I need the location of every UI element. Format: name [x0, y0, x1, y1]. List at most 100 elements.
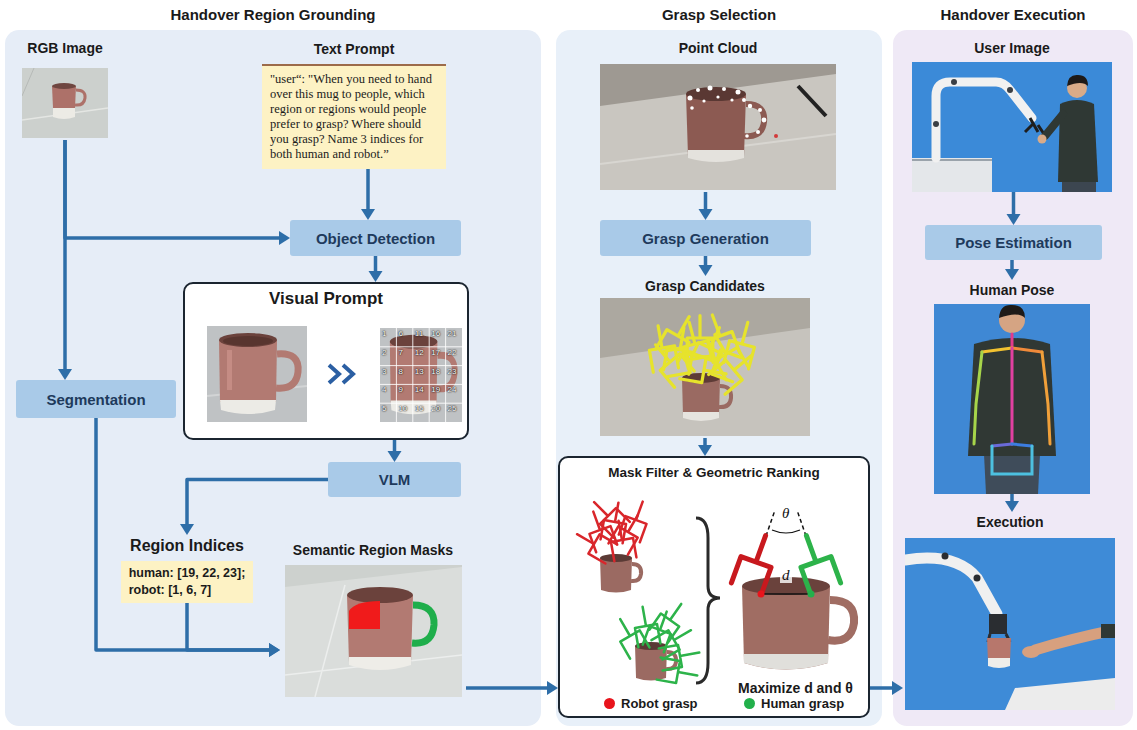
arrow-head [361, 209, 375, 220]
flow-arrow [870, 681, 903, 695]
illustration-part [571, 525, 616, 564]
illustration-part [571, 494, 653, 563]
legend-swatch [604, 698, 615, 709]
math-symbol: d [780, 567, 792, 583]
box-label: Grasp Generation [642, 230, 769, 247]
mug-crop [207, 326, 307, 422]
illustration-part [951, 79, 957, 85]
image-frame: Point Cloud [597, 38, 839, 192]
illustration-part [736, 90, 741, 95]
flow-arrow [65, 140, 290, 245]
illustration-part [774, 134, 778, 138]
illustration-part [690, 106, 694, 110]
illustration-part [744, 654, 828, 670]
illustration-part [276, 354, 298, 388]
grid-index: 25 [448, 404, 457, 413]
arrow-line [187, 480, 328, 527]
illustration-part [1045, 114, 1063, 136]
illustration-part [933, 121, 939, 127]
grid-index: 12 [415, 348, 424, 357]
illustration-part [646, 324, 679, 373]
illustration-part [708, 86, 713, 91]
illustration-part [905, 558, 997, 614]
illustration-part [1038, 135, 1047, 144]
flow-arrow [369, 256, 383, 282]
panel-title: Handover Execution [893, 5, 1133, 25]
image-heading: Human Pose [932, 280, 1092, 300]
arrow-head [699, 265, 713, 276]
illustration-part [686, 94, 746, 156]
illustration-part [285, 567, 462, 697]
legend-swatch [744, 698, 755, 709]
illustration-part [974, 334, 1050, 474]
section-heading: Region Indices [112, 535, 262, 557]
illustration-part [349, 657, 411, 670]
illustration-part [761, 593, 811, 595]
illustration-part [1012, 348, 1042, 352]
grid-index: 22 [448, 348, 457, 357]
arrow-head [1005, 269, 1019, 280]
grasp-candidates [600, 298, 810, 436]
box-label: Pose Estimation [955, 234, 1072, 251]
illustration-part [650, 598, 691, 643]
grid-index: 15 [415, 404, 424, 413]
illustration-part [380, 328, 462, 422]
grid-index: 24 [448, 385, 457, 394]
illustration-part [600, 64, 836, 190]
illustration-part [285, 565, 462, 697]
illustration-part [716, 95, 719, 98]
ranking-figure [560, 458, 867, 715]
arrow-head [58, 369, 72, 380]
illustration-part [974, 352, 982, 444]
process-box: VLM [328, 462, 461, 497]
image-heading: User Image [912, 38, 1112, 58]
illustration-part [912, 158, 992, 192]
illustration-part [722, 87, 726, 91]
grid-index: 6 [398, 329, 402, 338]
illustration-part [1005, 678, 1115, 710]
illustration-part [390, 342, 438, 403]
flow-arrow [361, 169, 375, 220]
math-symbol: θ [780, 505, 791, 521]
region-indices: Region Indiceshuman: [19, 22, 23];robot:… [112, 535, 262, 603]
arrow-head [369, 271, 383, 282]
process-box: Grasp Generation [600, 220, 811, 256]
grid-index: 18 [431, 367, 440, 376]
prompt-box: Text Prompt"user“: "When you need to han… [262, 38, 446, 169]
grid-index: 13 [415, 367, 424, 376]
flow-arrow [180, 480, 328, 536]
flow-arrow [1007, 192, 1021, 225]
user-photo [912, 62, 1112, 192]
flow-arrow [388, 440, 402, 462]
arrow-head [1007, 214, 1021, 225]
illustration-part [974, 575, 981, 582]
illustration-part [748, 104, 752, 108]
illustration-part [631, 564, 641, 581]
panel-title: Handover Region Grounding [5, 5, 541, 25]
grid-index: 14 [415, 385, 424, 394]
grid-index: 21 [448, 329, 457, 338]
illustration-part [989, 614, 1007, 634]
illustration-part [762, 118, 767, 123]
illustration-part [683, 412, 719, 421]
illustration-part [1101, 624, 1115, 638]
flow-arrow [1005, 260, 1019, 280]
illustration-part [380, 328, 462, 422]
arrow-head [279, 231, 290, 245]
image-frame: Execution [903, 512, 1117, 710]
legend-text: Human grasp [761, 696, 844, 711]
arrow-head [699, 209, 713, 220]
illustration-part [724, 319, 760, 369]
point-cloud [600, 64, 836, 190]
illustration-part [696, 88, 700, 92]
arrow-line [366, 169, 370, 211]
arrow-head [892, 681, 903, 695]
grid-index: 1 [382, 329, 386, 338]
flow-arrow [466, 681, 558, 695]
arrow-head [1005, 501, 1019, 512]
illustration-part [611, 598, 702, 687]
illustration-part [611, 613, 650, 658]
illustration-part [936, 82, 1032, 158]
arrow-line [870, 686, 894, 690]
illustration-part [730, 98, 733, 101]
